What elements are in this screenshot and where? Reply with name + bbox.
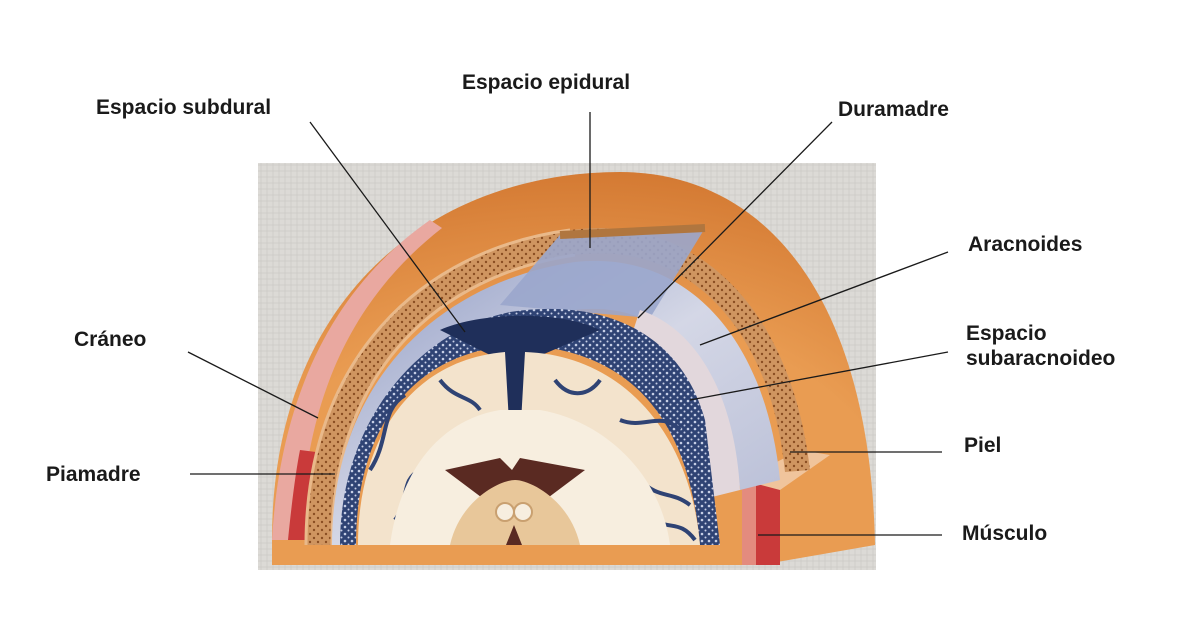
skin-edge-left — [272, 220, 442, 540]
skull-bone — [306, 228, 810, 545]
leader-lines — [187, 112, 949, 536]
label-piel: Piel — [964, 434, 1002, 457]
label-espacio-subaracnoideo: Espacio subaracnoideo — [966, 321, 1115, 371]
muscle-left — [288, 450, 316, 540]
subarachnoid-space — [340, 308, 720, 545]
label-espacio-subaracnoideo-line1: Espacio — [966, 322, 1047, 345]
label-espacio-epidural: Espacio epidural — [462, 71, 631, 94]
lateral-ventricles — [445, 458, 585, 500]
label-espacio-subdural: Espacio subdural — [96, 96, 272, 119]
label-aracnoides: Aracnoides — [968, 233, 1083, 256]
label-espacio-subaracnoideo-line2: subaracnoideo — [966, 347, 1116, 370]
label-musculo: Músculo — [962, 522, 1048, 545]
label-duramadre: Duramadre — [838, 98, 949, 121]
label-craneo: Cráneo — [74, 328, 147, 351]
label-piamadre: Piamadre — [46, 463, 141, 486]
